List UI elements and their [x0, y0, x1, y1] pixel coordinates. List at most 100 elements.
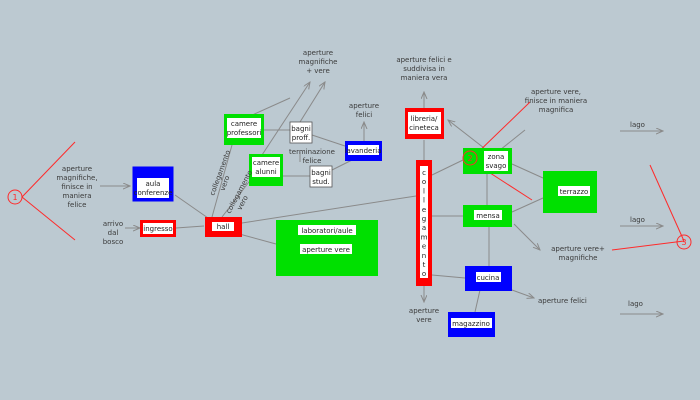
ingresso-label: ingresso — [143, 225, 172, 233]
corridoio-label: collegamento — [421, 169, 428, 278]
node-cucina[interactable]: cucina — [465, 266, 512, 291]
connector-lines — [100, 82, 663, 314]
arrow-bagni-up — [299, 82, 325, 123]
ann-vm-2: magnifiche — [559, 254, 598, 262]
annotation-lago-3: lago — [628, 300, 643, 308]
node-hall[interactable]: hall — [205, 217, 242, 237]
ann-left-4: maniera — [63, 192, 92, 200]
corridoio-letter: o — [422, 178, 426, 186]
ann-top-2: magnifiche — [299, 58, 338, 66]
link-corridoio-zonasvago — [431, 159, 464, 176]
camere-alunni-label-1: camere — [253, 159, 279, 167]
ann-vtop-3: magnifica — [539, 106, 573, 114]
arrow-svago-to-libreria — [448, 120, 485, 149]
camere-professori-label-1: camere — [231, 120, 257, 128]
ann-vbot-1: aperture — [409, 307, 439, 315]
node-aula-conferenze[interactable]: aula conferenze — [132, 166, 174, 202]
link-svago-terrazzo — [511, 163, 544, 179]
ann-lav-2: felici — [356, 111, 373, 119]
link-bagni-lavanderia-2 — [331, 159, 353, 171]
corridoio-letter: e — [422, 206, 426, 214]
arrow-mensa-down-right — [513, 223, 540, 250]
annotation-aperture-vere-top: aperture vere, finisce in maniera magnif… — [525, 88, 587, 114]
annotation-aperture-vere-bottom: aperture vere — [409, 307, 439, 324]
link-mensa-terrazzo — [511, 197, 544, 213]
link-hall-camere-alunni — [221, 177, 253, 218]
annotation-aperture-magnifiche-top: aperture magnifiche + vere — [299, 49, 338, 75]
mensa-label: mensa — [476, 212, 500, 220]
magazzino-label: magazzino — [452, 320, 490, 328]
node-bagni-stud[interactable]: bagni stud. — [309, 165, 333, 188]
annotation-lago-1: lago — [630, 121, 645, 129]
ann-ftop-2: suddivisa in — [403, 65, 445, 73]
node-laboratori[interactable]: laboratori/aule aperture vere — [276, 220, 378, 276]
zona-svago-label-1: zona — [488, 153, 505, 161]
marker-3-line-left — [611, 240, 685, 251]
ann-left-1: aperture — [62, 165, 92, 173]
corridoio-letter: t — [423, 261, 426, 269]
annotation-aperture-magnifiche-left: aperture magnifiche, finisce in maniera … — [56, 165, 97, 209]
aula-conferenze-label-1: aula — [146, 180, 161, 188]
ann-left-3: finisce in — [61, 183, 92, 191]
node-lavanderia[interactable]: lavanderia — [345, 141, 382, 161]
link-bagni-lavanderia-1 — [311, 134, 346, 147]
corridoio-letter: n — [422, 252, 426, 260]
node-magazzino[interactable]: magazzino — [448, 312, 495, 337]
marker-3-line-up — [649, 164, 685, 242]
marker-3-label: 3 — [681, 238, 686, 247]
corridoio-letter: a — [422, 224, 426, 232]
ann-ftop-3: maniera vera — [401, 74, 448, 82]
link-svago-up-right — [499, 129, 526, 151]
node-mensa[interactable]: mensa — [463, 205, 512, 227]
libreria-label-1: libreria/ — [411, 115, 438, 123]
annotation-lago-2: lago — [630, 216, 645, 224]
arrow-cucina-right — [511, 289, 534, 298]
marker-2: 2 — [462, 150, 478, 166]
node-corridoio[interactable]: collegamento — [416, 160, 432, 286]
annotation-aperture-vere-magnifiche: aperture vere+ magnifiche — [551, 245, 605, 262]
bagni-proff-label-1: bagni — [291, 125, 311, 133]
annotation-arrivo-bosco: arrivo dal bosco — [103, 220, 124, 246]
node-libreria[interactable]: libreria/ cineteca — [405, 108, 444, 139]
corridoio-letter: l — [423, 187, 425, 195]
laboratori-label: laboratori/aule — [301, 227, 352, 235]
marker-1-line-down — [21, 196, 76, 241]
corridoio-letter: c — [422, 169, 426, 177]
node-camere-professori[interactable]: camere professori — [224, 114, 264, 145]
ann-vbot-2: vere — [416, 316, 431, 324]
ann-term-1: terminazione — [289, 148, 335, 156]
marker-1-line-up — [21, 141, 76, 198]
camere-alunni-label-2: alunni — [255, 168, 277, 176]
cucina-label: cucina — [477, 274, 500, 282]
node-zona-svago[interactable]: zona svago — [463, 148, 512, 174]
annotation-aperture-felici-bottom: aperture felici — [538, 297, 587, 305]
bagni-stud-label-1: bagni — [311, 169, 331, 177]
ann-vtop-2: finisce in maniera — [525, 97, 587, 105]
ann-bosco-2: dal — [108, 229, 119, 237]
ann-top-1: aperture — [303, 49, 333, 57]
bagni-proff-label-2: proff. — [292, 134, 311, 142]
link-ingresso-hall — [175, 225, 205, 229]
link-corridoio-cucina — [431, 274, 466, 279]
camere-professori-label-2: professori — [227, 129, 262, 137]
corridoio-letter: o — [422, 270, 426, 278]
node-terrazzo[interactable]: terrazzo — [543, 171, 597, 213]
aula-conferenze-label-2: conferenze — [134, 189, 173, 197]
hall-label: hall — [217, 223, 230, 231]
node-ingresso[interactable]: ingresso — [140, 220, 176, 237]
link-hall-aula — [174, 194, 209, 219]
marker-3: 3 — [676, 234, 692, 250]
ann-lav-1: aperture — [349, 102, 379, 110]
node-camere-alunni[interactable]: camere alunni — [249, 154, 283, 186]
terrazzo-label: terrazzo — [560, 188, 589, 196]
annotation-aperture-felici-top: aperture felici e suddivisa in maniera v… — [396, 56, 451, 82]
ann-vtop-1: aperture vere, — [531, 88, 581, 96]
ann-term-2: felice — [303, 157, 322, 165]
node-bagni-proff[interactable]: bagni proff. — [289, 121, 313, 144]
corridoio-letter: l — [423, 197, 425, 205]
corridoio-letter: m — [421, 233, 428, 241]
ann-vm-1: aperture vere+ — [551, 245, 605, 253]
libreria-label-2: cineteca — [409, 124, 439, 132]
marker-2-label: 2 — [467, 154, 472, 163]
